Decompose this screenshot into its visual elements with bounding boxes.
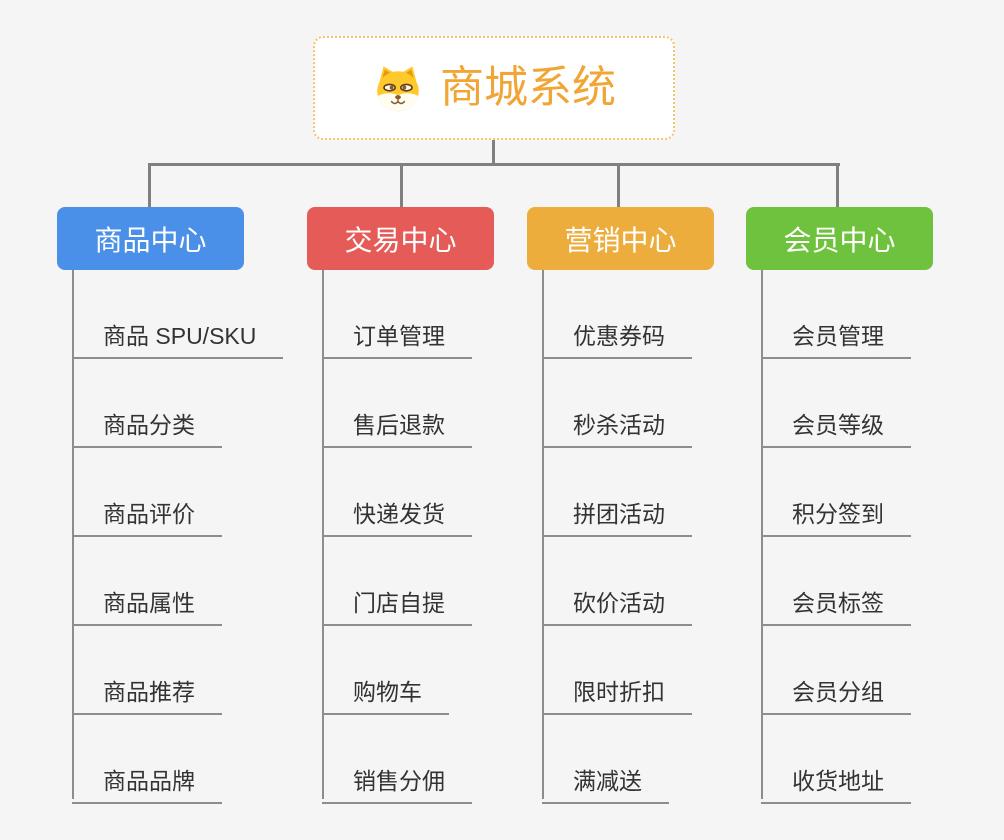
branch-trunk-line — [322, 270, 324, 799]
branch-items: 会员管理会员等级积分签到会员标签会员分组收货地址 — [761, 270, 946, 804]
mindmap-node[interactable]: 快递发货 — [322, 448, 472, 537]
mindmap-node[interactable]: 商品评价 — [72, 448, 222, 537]
branch-items: 优惠券码秒杀活动拼团活动砍价活动限时折扣满减送 — [542, 270, 727, 804]
branch-trunk-line — [72, 270, 74, 799]
branch-trunk-line — [542, 270, 544, 799]
mindmap-node[interactable]: 售后退款 — [322, 359, 472, 448]
mindmap-node[interactable]: 会员管理 — [761, 270, 911, 359]
connector-drop — [400, 166, 403, 207]
mindmap-node[interactable]: 收货地址 — [761, 715, 911, 804]
mindmap-node[interactable]: 销售分佣 — [322, 715, 472, 804]
mindmap-node[interactable]: 商品 SPU/SKU — [72, 270, 284, 359]
mindmap-node[interactable]: 会员分组 — [761, 626, 911, 715]
connector-horizontal — [148, 163, 840, 166]
branch-header[interactable]: 营销中心 — [527, 207, 714, 270]
mindmap-node[interactable]: 积分签到 — [761, 448, 911, 537]
root-title: 商城系统 — [440, 63, 616, 112]
mindmap-node[interactable]: 秒杀活动 — [542, 359, 692, 448]
branch-column: 交易中心订单管理售后退款快递发货门店自提购物车销售分佣 — [307, 207, 507, 804]
connector-drop — [148, 166, 151, 207]
mindmap-node[interactable]: 限时折扣 — [542, 626, 692, 715]
mindmap-node[interactable]: 满减送 — [542, 715, 669, 804]
branch-items: 订单管理售后退款快递发货门店自提购物车销售分佣 — [322, 270, 507, 804]
mindmap-node[interactable]: 购物车 — [322, 626, 449, 715]
mindmap-node[interactable]: 商品品牌 — [72, 715, 222, 804]
branch-header[interactable]: 交易中心 — [307, 207, 494, 270]
mindmap-node[interactable]: 砍价活动 — [542, 537, 692, 626]
mindmap-node[interactable]: 订单管理 — [322, 270, 472, 359]
mindmap-node[interactable]: 会员标签 — [761, 537, 911, 626]
mindmap-node[interactable]: 拼团活动 — [542, 448, 692, 537]
connector-root-stub — [492, 140, 495, 166]
branch-header[interactable]: 会员中心 — [746, 207, 933, 270]
connector-drop — [617, 166, 620, 207]
mindmap-node[interactable]: 商品分类 — [72, 359, 222, 448]
mindmap-node[interactable]: 优惠券码 — [542, 270, 692, 359]
mindmap-node[interactable]: 会员等级 — [761, 359, 911, 448]
connector-drop — [836, 166, 839, 207]
mindmap-node[interactable]: 商品属性 — [72, 537, 222, 626]
branch-header[interactable]: 商品中心 — [57, 207, 244, 270]
mindmap-node[interactable]: 商品推荐 — [72, 626, 222, 715]
root-node[interactable]: 商城系统 — [313, 36, 675, 140]
branch-column: 会员中心会员管理会员等级积分签到会员标签会员分组收货地址 — [746, 207, 946, 804]
branch-trunk-line — [761, 270, 763, 799]
mindmap-node[interactable]: 门店自提 — [322, 537, 472, 626]
dog-face-icon — [372, 64, 424, 112]
branch-column: 营销中心优惠券码秒杀活动拼团活动砍价活动限时折扣满减送 — [527, 207, 727, 804]
